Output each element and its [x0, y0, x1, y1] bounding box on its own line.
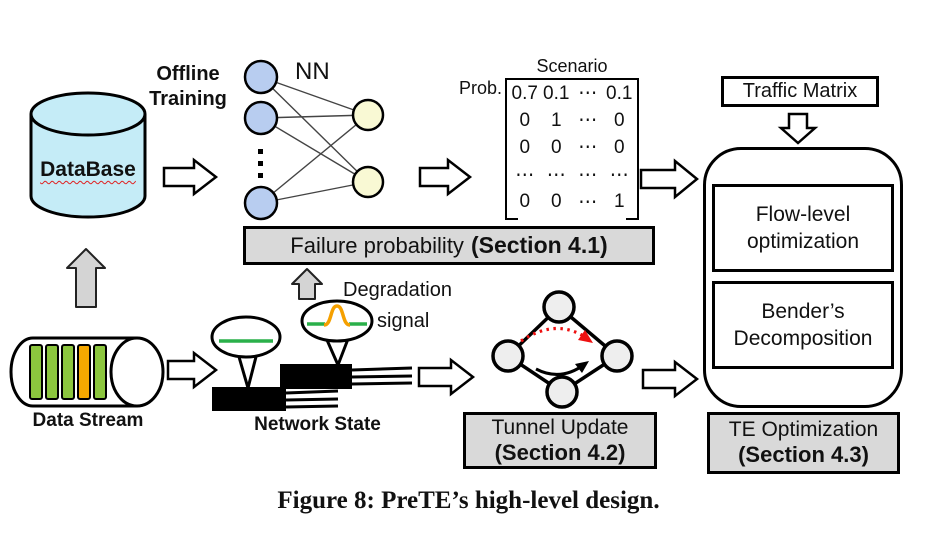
- matrix-cell: 1: [613, 191, 625, 213]
- benders-decomposition-box: Bender’s Decomposition: [712, 281, 894, 369]
- arrow-network-to-tunnel-icon: [417, 357, 476, 397]
- network-state-label: Network State: [254, 414, 381, 435]
- matrix-cell: ⋯: [609, 164, 629, 186]
- flow-level-optimization-box: Flow-level optimization: [712, 184, 894, 272]
- te-optimization-section: (Section 4.3): [738, 442, 869, 468]
- matrix-cell: 0: [550, 136, 562, 158]
- arrow-nn-to-matrix-icon: [418, 157, 473, 197]
- tunnel-update-section: (Section 4.2): [494, 439, 626, 465]
- matrix-cell: 0: [519, 109, 531, 131]
- arrow-tunnel-to-optimizer-icon: [641, 359, 700, 399]
- matrix-cell: 0: [519, 136, 531, 158]
- degradation-label-line1: Degradation: [343, 279, 452, 301]
- matrix-cell: 0: [613, 109, 625, 131]
- probability-matrix: 0.7 0.1 ⋯ 0.1 0 1 ⋯ 0 0 0 ⋯ 0 ⋯ ⋯ ⋯ ⋯ 0 …: [509, 80, 635, 216]
- matrix-cell: ⋯: [578, 191, 598, 213]
- data-stream-label: Data Stream: [32, 410, 144, 431]
- matrix-cell: ⋯: [515, 164, 535, 186]
- nn-label: NN: [295, 58, 330, 85]
- matrix-cell: 0: [613, 136, 625, 158]
- arrow-traffic-matrix-down-icon: [777, 112, 819, 145]
- matrix-row-header: Prob.: [458, 78, 502, 98]
- figure-caption: Figure 8: PreTE’s high-level design.: [277, 487, 660, 514]
- matrix-col-header: Scenario: [536, 56, 608, 76]
- arrow-stream-to-database-icon: [66, 248, 106, 308]
- matrix-bracket-frame: [505, 78, 639, 218]
- arrow-network-to-failure-icon: [291, 268, 323, 300]
- benders-decomposition-label: Bender’s Decomposition: [733, 299, 873, 350]
- matrix-cell: 0.7: [511, 82, 538, 104]
- vertical-ellipsis-icon: [258, 149, 263, 178]
- arrow-stream-to-network-icon: [166, 350, 219, 390]
- matrix-cell: 0: [519, 191, 531, 213]
- failure-probability-title: Failure probability: [290, 232, 464, 258]
- failed-tunnel-arrow-icon: [520, 326, 593, 343]
- matrix-cell: ⋯: [578, 110, 598, 132]
- matrix-cell: 0: [550, 191, 562, 213]
- flow-level-optimization-label: Flow-level optimization: [746, 202, 860, 253]
- healthy-signal-bubble-icon: [210, 315, 282, 390]
- tunnel-update-title: Tunnel Update: [491, 415, 629, 439]
- data-stream-icon: [9, 336, 165, 408]
- database-label: DataBase: [40, 158, 136, 181]
- rerouted-tunnel-arrow-icon: [535, 361, 589, 376]
- tunnel-graph-icon: [491, 290, 634, 409]
- te-optimization-title: TE Optimization: [728, 418, 879, 442]
- degradation-signal-bubble-icon: [300, 299, 374, 367]
- neural-network-icon: [243, 59, 385, 221]
- tunnel-update-box: Tunnel Update (Section 4.2): [463, 412, 657, 469]
- traffic-matrix-box: Traffic Matrix: [721, 76, 879, 107]
- matrix-cell: 1: [550, 109, 562, 131]
- traffic-matrix-label: Traffic Matrix: [742, 80, 858, 102]
- arrow-database-to-nn-icon: [162, 157, 219, 197]
- matrix-cell: 0.1: [543, 82, 570, 104]
- matrix-cell: 0.1: [606, 82, 633, 104]
- matrix-cell: ⋯: [578, 164, 598, 186]
- degradation-label-line2: signal: [377, 310, 430, 332]
- matrix-cell: ⋯: [578, 83, 598, 105]
- network-cables-icon: [212, 364, 413, 411]
- failure-probability-section: (Section 4.1): [470, 232, 608, 258]
- te-optimization-box: TE Optimization (Section 4.3): [707, 412, 900, 474]
- database-cylinder-icon: [29, 91, 147, 219]
- matrix-cell: ⋯: [578, 137, 598, 159]
- offline-training-label: Offline Training: [149, 63, 227, 110]
- failure-probability-box: Failure probability (Section 4.1): [243, 226, 655, 265]
- matrix-cell: ⋯: [546, 164, 566, 186]
- matrix-bracket-tick-left: [505, 214, 518, 220]
- matrix-bracket-tick-right: [626, 214, 639, 220]
- arrow-matrix-to-optimizer-icon: [639, 158, 699, 200]
